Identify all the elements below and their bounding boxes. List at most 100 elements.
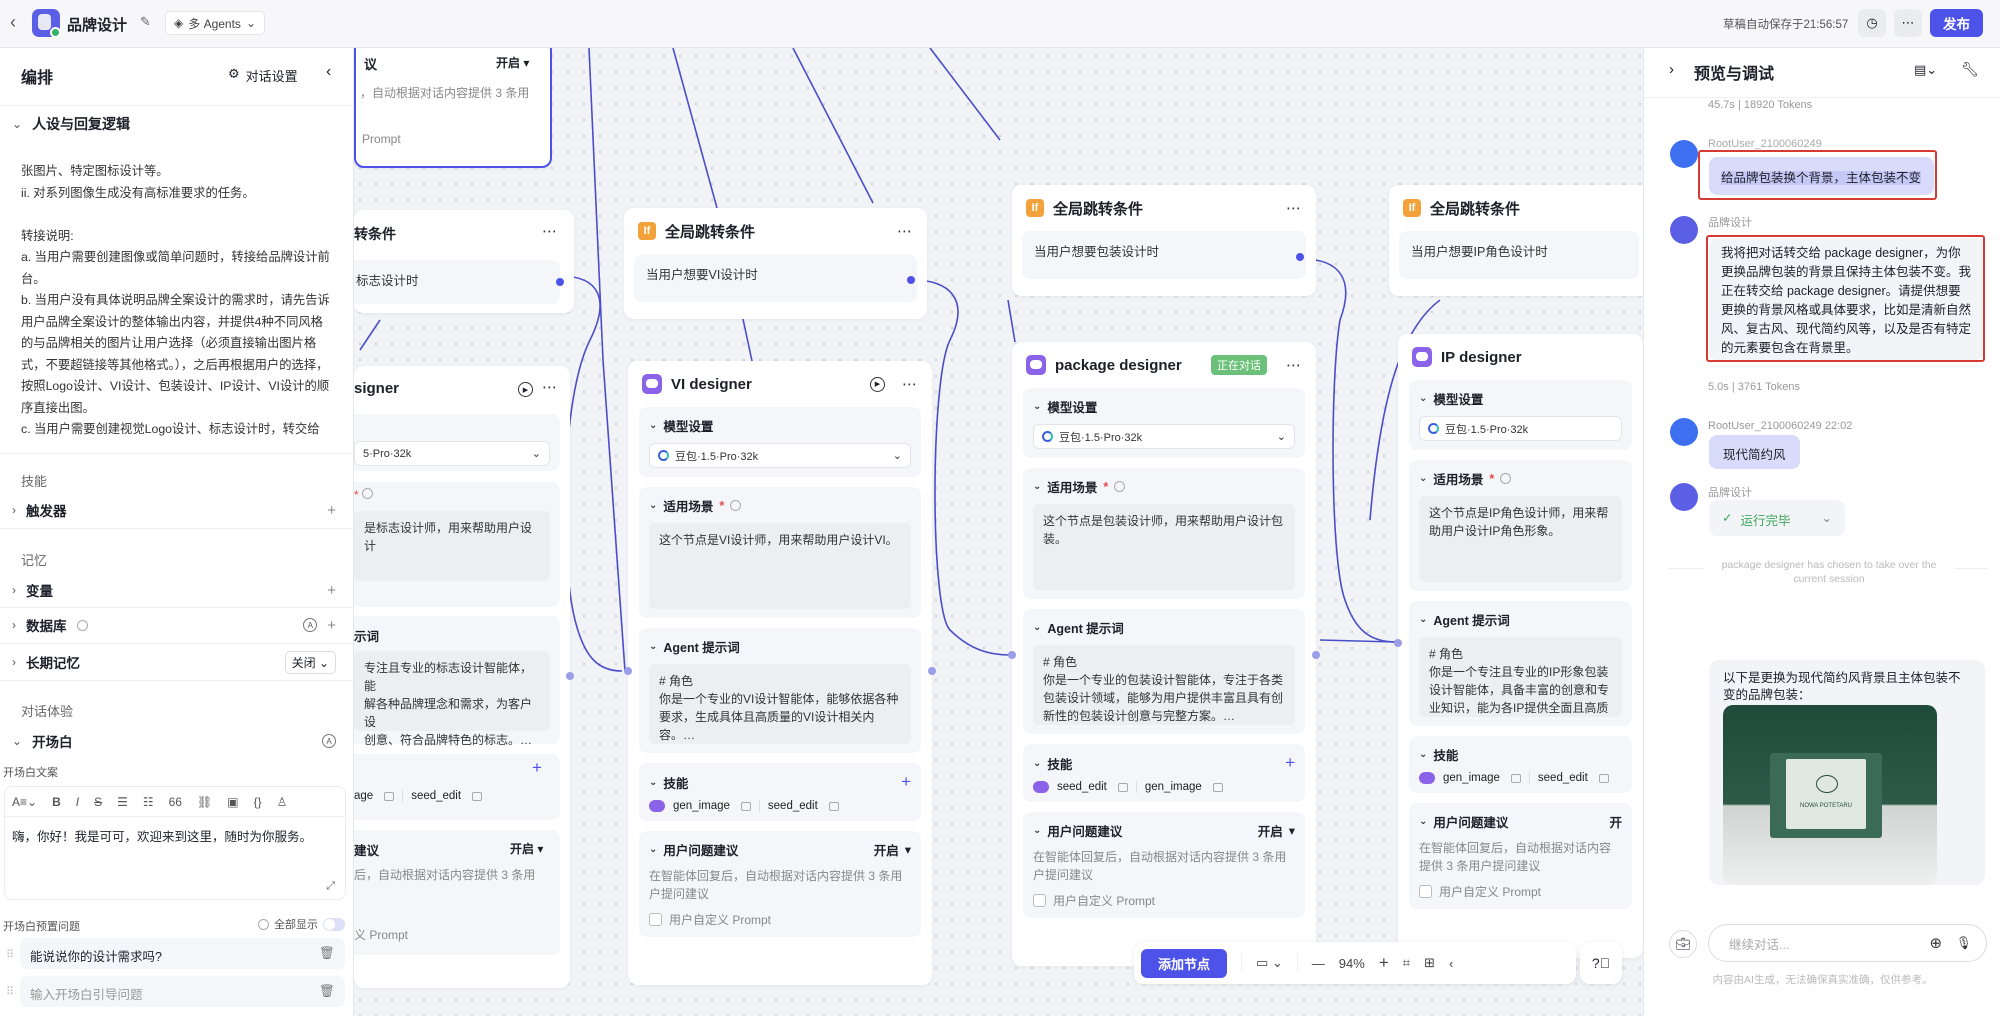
- section-header[interactable]: ⌄技能: [1419, 745, 1622, 764]
- agent-node[interactable]: IP designer⌄模型设置豆包·1.5·Pro·32k⌄适用场景*这个节点…: [1398, 334, 1643, 958]
- prompt-text[interactable]: # 角色 你是一个专业的包装设计智能体，专注于各类包装设计领域，能够为用户提供丰…: [1033, 645, 1295, 725]
- long-memory-row[interactable]: ›长期记忆关闭 ⌄: [0, 650, 353, 674]
- output-port[interactable]: [907, 276, 915, 284]
- condition-text[interactable]: 当用户想要包装设计时: [1022, 231, 1306, 279]
- scene-text[interactable]: 这个节点是IP角色设计师，用来帮助用户设计IP角色形象。: [1419, 496, 1622, 582]
- generated-package-image[interactable]: NOWA POTETARU: [1723, 705, 1937, 885]
- prompt-text[interactable]: 专注且专业的标志设计智能体，能 解各种品牌理念和需求，为客户设 创意、符合品牌特…: [354, 651, 550, 747]
- publish-button[interactable]: 发布: [1930, 9, 1983, 37]
- skill-detail-icon[interactable]: [1212, 782, 1223, 792]
- section-header[interactable]: ⌄Agent 提示词: [1033, 618, 1295, 637]
- strike-icon[interactable]: S: [94, 794, 103, 809]
- chat-input[interactable]: 继续对话... ⊕🎙︎: [1708, 924, 1987, 962]
- trigger-row[interactable]: ›触发器+: [12, 501, 336, 520]
- skill-chip[interactable]: gen_image: [673, 800, 730, 812]
- link-icon[interactable]: ⛓: [196, 794, 213, 809]
- section-header[interactable]: ⌄模型设置: [1419, 389, 1622, 408]
- expand-panel-icon[interactable]: ›: [1669, 61, 1674, 78]
- code-icon[interactable]: {}: [253, 794, 262, 809]
- section-header[interactable]: ⌄适用场景*: [649, 496, 911, 515]
- bold-icon[interactable]: B: [52, 794, 61, 809]
- custom-prompt-checkbox[interactable]: 用户自定义 Prompt: [1033, 892, 1295, 909]
- section-header[interactable]: ⌄用户问题建议开: [1419, 812, 1622, 831]
- custom-prompt-checkbox[interactable]: 用户自定义 Prompt: [649, 911, 911, 928]
- ordered-list-icon[interactable]: ☷: [142, 794, 154, 809]
- quote-icon[interactable]: 66: [168, 794, 182, 809]
- skill-chip[interactable]: gen_image: [1144, 781, 1202, 793]
- suggestion-node-partial[interactable]: 议 开启 ▾ ，自动根据对话内容提供 3 条用 Prompt: [354, 40, 552, 168]
- opening-text[interactable]: 嗨，你好！我是可可，欢迎来到这里，随时为你服务。: [12, 830, 313, 844]
- collapse-panel-icon[interactable]: ‹: [326, 63, 332, 80]
- suggestion-state-dropdown[interactable]: 开启: [873, 844, 899, 858]
- suggestion-state-dropdown[interactable]: 开启: [1257, 825, 1283, 839]
- add-skill-icon[interactable]: +: [901, 772, 911, 791]
- mode-dropdown[interactable]: ◈多 Agents⌄: [165, 11, 265, 35]
- skill-chip[interactable]: seed_edit: [1057, 781, 1107, 793]
- fit-view-icon[interactable]: ⌗: [1402, 955, 1411, 970]
- play-icon[interactable]: ▶: [518, 382, 533, 397]
- suggestion-state-dropdown[interactable]: 开: [1609, 816, 1622, 830]
- add-skill-icon[interactable]: +: [532, 758, 542, 777]
- condition-text[interactable]: 当用户想要IP角色设计时: [1399, 231, 1639, 279]
- model-select[interactable]: 豆包·1.5·Pro·32k⌄: [649, 443, 911, 468]
- checkbox[interactable]: [1033, 894, 1046, 907]
- grid-layout-icon[interactable]: ⊞: [1424, 955, 1435, 970]
- zoom-out-icon[interactable]: —: [1311, 955, 1325, 971]
- section-header[interactable]: ⌄用户问题建议开启▾: [649, 840, 911, 859]
- output-port[interactable]: [928, 667, 936, 675]
- add-skill-icon[interactable]: +: [1285, 753, 1295, 772]
- output-port[interactable]: [1312, 651, 1320, 659]
- skill-detail-icon[interactable]: [1510, 773, 1521, 783]
- section-header[interactable]: ⌄用户问题建议开启▾: [1033, 821, 1295, 840]
- more-button[interactable]: ⋯: [1894, 9, 1922, 37]
- collapse-icon[interactable]: ‹: [1449, 955, 1454, 971]
- variables-row[interactable]: ›变量+: [12, 581, 336, 600]
- more-icon[interactable]: ⋯: [1286, 200, 1302, 217]
- more-icon[interactable]: ⋯: [1286, 357, 1302, 374]
- input-port[interactable]: [1394, 639, 1402, 647]
- more-icon[interactable]: ⋯: [897, 223, 913, 240]
- input-port[interactable]: [1008, 651, 1016, 659]
- prompt-text[interactable]: # 角色 你是一个专业的VI设计智能体，能够依据各种要求，生成具体且高质量的VI…: [649, 664, 911, 744]
- condition-text[interactable]: 当用户想要VI设计时: [634, 254, 917, 302]
- add-node-button[interactable]: 添加节点: [1141, 948, 1227, 978]
- more-icon[interactable]: ⋯: [542, 379, 558, 396]
- section-header[interactable]: ⌄Agent 提示词: [1419, 610, 1622, 629]
- checkbox[interactable]: [649, 913, 662, 926]
- output-port[interactable]: [1296, 253, 1304, 261]
- expand-icon[interactable]: ⤢: [326, 880, 335, 892]
- section-header[interactable]: ⌄适用场景*: [1419, 469, 1622, 488]
- drag-handle-icon[interactable]: ⠿: [6, 986, 15, 998]
- scene-text[interactable]: 是标志设计师，用来帮助用户设计: [354, 511, 550, 581]
- add-attachment-icon[interactable]: ⊕: [1929, 935, 1943, 952]
- preset-question-item[interactable]: 能说说你的设计需求吗?🗑: [20, 938, 345, 969]
- skill-chip[interactable]: seed_edit: [767, 800, 818, 812]
- skill-detail-icon[interactable]: [828, 801, 839, 811]
- edit-icon[interactable]: ✎: [140, 14, 151, 29]
- help-button[interactable]: ?⃝: [1580, 942, 1622, 984]
- section-header[interactable]: ⌄模型设置: [649, 416, 911, 435]
- custom-prompt-checkbox[interactable]: 用户自定义 Prompt: [1419, 883, 1622, 900]
- text-style-icon[interactable]: A≡⌄: [12, 794, 38, 809]
- section-header[interactable]: ⌄技能+: [1033, 753, 1295, 773]
- history-button[interactable]: ◷: [1858, 9, 1886, 37]
- drag-handle-icon[interactable]: ⠿: [6, 949, 15, 961]
- chat-settings-button[interactable]: ⚙对话设置: [228, 66, 298, 84]
- section-header[interactable]: ⌄技能+: [649, 772, 911, 792]
- skill-chip[interactable]: seed_edit: [1537, 772, 1588, 784]
- italic-icon[interactable]: I: [75, 794, 80, 809]
- checkbox[interactable]: [1419, 885, 1432, 898]
- model-select[interactable]: 豆包·1.5·Pro·32k: [1419, 416, 1622, 441]
- play-icon[interactable]: ▶: [870, 376, 885, 392]
- prompt-text[interactable]: # 角色 你是一个专注且专业的IP形象包装设计智能体，具备丰富的创意和专业知识，…: [1419, 637, 1622, 717]
- persona-section-toggle[interactable]: ⌄人设与回复逻辑: [12, 116, 131, 132]
- image-icon[interactable]: ▣: [227, 794, 239, 809]
- log-dropdown-icon[interactable]: ▤⌄: [1914, 62, 1938, 77]
- preset-question-input[interactable]: 输入开场白引导问题🗑: [20, 976, 345, 1007]
- agent-node-partial[interactable]: signer ▶ ⋯ 5·Pro·32k⌄ * 是标志设计师，用来帮助用户设计 …: [354, 366, 574, 988]
